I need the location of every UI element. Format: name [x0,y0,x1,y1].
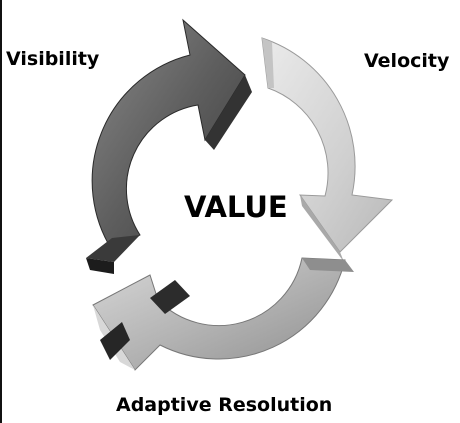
dark-cycle-arrow [86,18,252,274]
center-value-label: VALUE [184,190,288,224]
medium-cycle-arrow [92,257,354,371]
adaptive-resolution-label: Adaptive Resolution [116,394,333,416]
left-border-line [0,0,2,423]
light-cycle-arrow [261,37,394,262]
velocity-label: Velocity [364,50,450,72]
visibility-label: Visibility [6,48,100,70]
